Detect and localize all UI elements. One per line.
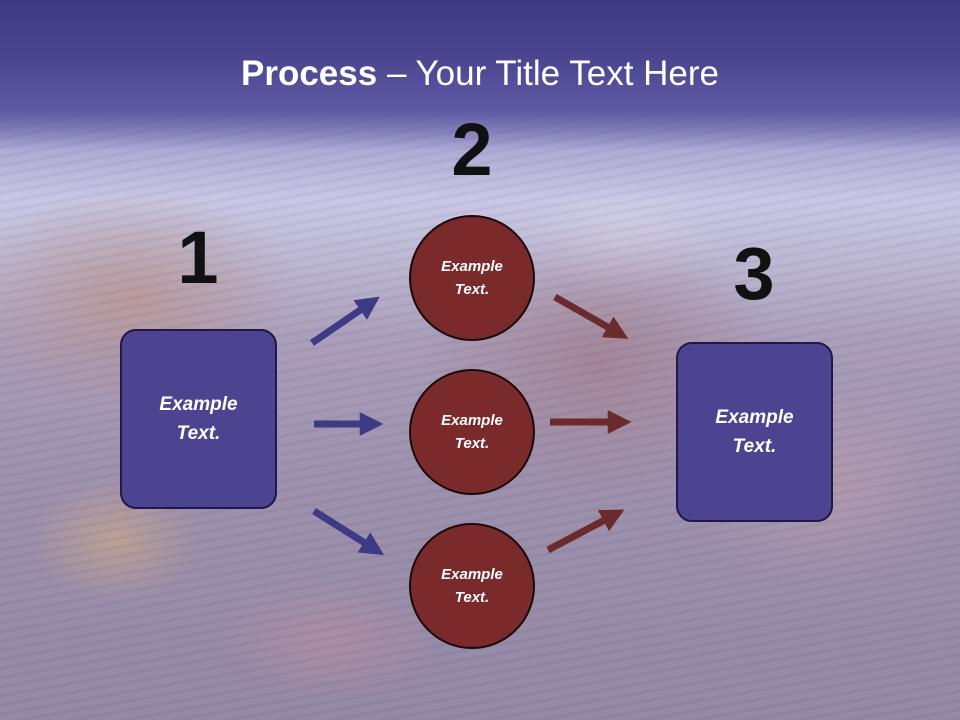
title-rest: Your Title Text Here — [415, 54, 720, 93]
step-2-circle-middle-text: Example Text. — [441, 412, 503, 452]
title-separator: – — [377, 54, 416, 93]
step-2-circle-bottom-text: Example Text. — [441, 566, 503, 606]
step-number-2: 2 — [451, 108, 493, 191]
step-2-circle-middle[interactable]: Example Text. — [409, 369, 535, 495]
step-2-circle-bottom[interactable]: Example Text. — [409, 523, 535, 649]
step-1-text: Example Text. — [159, 394, 238, 444]
step-number-1: 1 — [177, 216, 219, 299]
title-band — [0, 0, 960, 150]
step-3-box[interactable]: Example Text. — [676, 342, 833, 522]
step-2-circle-top[interactable]: Example Text. — [409, 215, 535, 341]
step-3-text: Example Text. — [715, 407, 794, 457]
step-2-circle-top-text: Example Text. — [441, 258, 503, 298]
step-number-3: 3 — [733, 232, 775, 315]
step-1-box[interactable]: Example Text. — [120, 329, 277, 509]
title-bold-part: Process — [241, 54, 378, 93]
slide-title[interactable]: Process – Your Title Text Here — [0, 52, 960, 96]
